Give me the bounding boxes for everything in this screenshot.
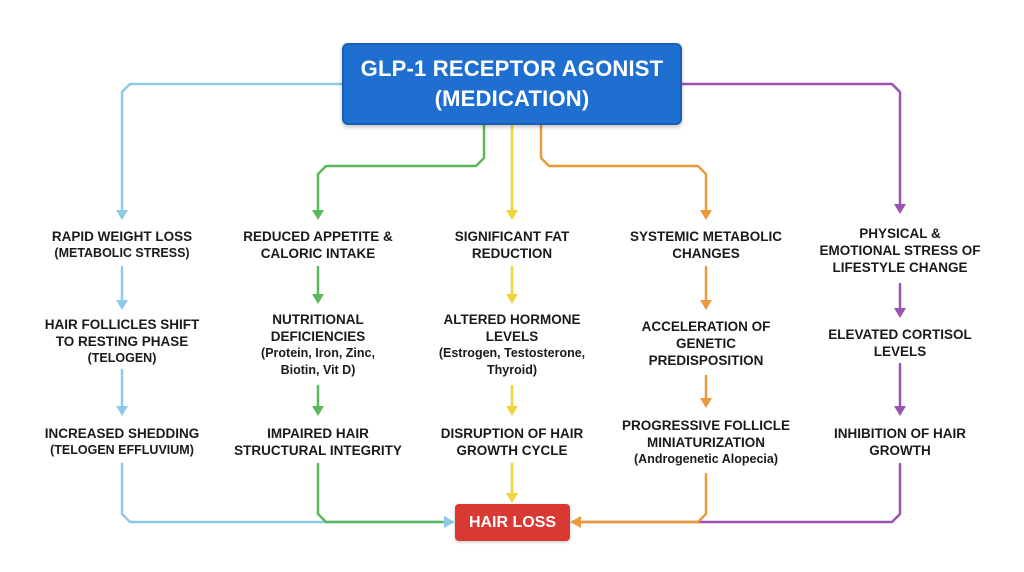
node-line: CALORIC INTAKE bbox=[260, 246, 376, 261]
arrow-metabolic-bottom bbox=[570, 516, 581, 528]
node-line: DEFICIENCIES bbox=[270, 329, 366, 344]
connector-weight-loss-bottom bbox=[120, 462, 445, 524]
node-line: CHANGES bbox=[672, 246, 740, 261]
arrow-fat-bottom bbox=[506, 493, 518, 503]
arrow-fat-top bbox=[506, 210, 518, 220]
arrow-appetite-1 bbox=[312, 294, 324, 304]
node-stress-effect: INHIBITION OF HAIR GROWTH bbox=[802, 406, 998, 478]
connector-metabolic-top bbox=[539, 123, 708, 212]
node-line: GROWTH CYCLE bbox=[456, 443, 568, 458]
node-appetite-cause: REDUCED APPETITE & CALORIC INTAKE bbox=[220, 209, 416, 281]
node-fat-reduction-mechanism: ALTERED HORMONE LEVELS (Estrogen, Testoste… bbox=[414, 309, 610, 381]
arrow-stress-top bbox=[894, 204, 906, 214]
arrow-metabolic-1 bbox=[700, 300, 712, 310]
node-line: LEVELS bbox=[485, 329, 539, 344]
arrow-metabolic-top bbox=[700, 210, 712, 220]
node-fat-reduction-cause: SIGNIFICANT FAT REDUCTION bbox=[414, 209, 610, 281]
connector-appetite-bottom bbox=[316, 462, 445, 524]
node-line: (Protein, Iron, Zinc, bbox=[261, 346, 375, 360]
connector-weight-loss-top bbox=[120, 82, 344, 212]
node-line: (Androgenetic Alopecia) bbox=[634, 451, 778, 466]
node-fat-reduction-effect: DISRUPTION OF HAIR GROWTH CYCLE bbox=[414, 406, 610, 478]
node-appetite-mechanism: NUTRITIONAL DEFICIENCIES (Protein, Iron, Z… bbox=[220, 309, 416, 381]
node-line: MINIATURIZATION bbox=[647, 434, 765, 450]
node-stress-mechanism: ELEVATED CORTISOL LEVELS bbox=[802, 307, 998, 379]
node-line: HAIR FOLLICLES SHIFT bbox=[44, 316, 200, 332]
node-line: SYSTEMIC METABOLIC bbox=[629, 229, 782, 244]
node-line: (METABOLIC STRESS) bbox=[54, 246, 190, 260]
arrow-appetite-2 bbox=[312, 406, 324, 416]
node-line: ACCELERATION OF bbox=[641, 318, 771, 334]
root-line-1: GLP-1 RECEPTOR AGONIST bbox=[360, 56, 664, 81]
node-line: INHIBITION OF HAIR bbox=[834, 426, 966, 441]
node-line: ALTERED HORMONE bbox=[443, 312, 581, 327]
connector-stress-top bbox=[680, 82, 902, 206]
hair-loss-box: HAIR LOSS bbox=[455, 504, 570, 541]
arrow-appetite-top bbox=[312, 210, 324, 220]
node-line: GROWTH bbox=[869, 443, 931, 458]
arrow-fat-reduction-1 bbox=[506, 294, 518, 304]
arrow-fat-reduction-2 bbox=[506, 406, 518, 416]
node-line: ELEVATED CORTISOL bbox=[828, 327, 972, 342]
arrow-weight-loss-top bbox=[116, 210, 128, 220]
node-line: PREDISPOSITION bbox=[648, 352, 764, 368]
arrow-stress-2 bbox=[894, 406, 906, 416]
connector-metabolic-bottom bbox=[580, 472, 708, 524]
node-line: SIGNIFICANT FAT bbox=[454, 229, 570, 244]
result-label: HAIR LOSS bbox=[468, 513, 557, 531]
connector-appetite-top bbox=[316, 123, 486, 212]
node-line: LEVELS bbox=[873, 344, 927, 359]
node-metabolic-cause: SYSTEMIC METABOLIC CHANGES bbox=[608, 209, 804, 281]
node-line: REDUCTION bbox=[471, 246, 553, 261]
connector-stress-bottom bbox=[580, 462, 902, 524]
arrow-stress-1 bbox=[894, 308, 906, 318]
node-line: PHYSICAL & bbox=[859, 225, 941, 241]
node-weight-loss-effect: INCREASED SHEDDING (TELOGEN EFFLUVIUM) bbox=[24, 406, 220, 478]
node-line: TO RESTING PHASE bbox=[55, 333, 189, 349]
node-line: IMPAIRED HAIR bbox=[267, 426, 369, 441]
node-line: LIFESTYLE CHANGE bbox=[832, 259, 968, 275]
node-line: NUTRITIONAL bbox=[272, 312, 364, 327]
node-line: EMOTIONAL STRESS OF bbox=[819, 242, 981, 258]
node-line: INCREASED SHEDDING bbox=[44, 426, 200, 441]
node-line: GENETIC bbox=[675, 335, 736, 351]
arrow-weight-loss-2 bbox=[116, 406, 128, 416]
node-weight-loss-cause: RAPID WEIGHT LOSS (METABOLIC STRESS) bbox=[24, 209, 220, 281]
node-line: PROGRESSIVE FOLLICLE bbox=[621, 417, 791, 433]
node-appetite-effect: IMPAIRED HAIR STRUCTURAL INTEGRITY bbox=[220, 406, 416, 478]
glp1-agonist-box: GLP-1 RECEPTOR AGONIST (MEDICATION) bbox=[342, 43, 682, 125]
node-line: DISRUPTION OF HAIR bbox=[440, 426, 584, 441]
arrow-weight-loss-bottom bbox=[444, 516, 455, 528]
node-line: Thyroid) bbox=[487, 363, 537, 377]
node-line: (TELOGEN) bbox=[87, 350, 157, 365]
node-line: (TELOGEN EFFLUVIUM) bbox=[50, 443, 194, 457]
node-line: STRUCTURAL INTEGRITY bbox=[234, 443, 402, 458]
arrow-weight-loss-1 bbox=[116, 300, 128, 310]
node-line: (Estrogen, Testosterone, bbox=[438, 346, 586, 360]
root-line-2: (MEDICATION) bbox=[434, 86, 590, 111]
node-line: RAPID WEIGHT LOSS bbox=[51, 229, 193, 244]
node-line: Biotin, Vit D) bbox=[280, 363, 356, 377]
node-line: REDUCED APPETITE & bbox=[243, 229, 393, 244]
arrow-metabolic-2 bbox=[700, 398, 712, 408]
